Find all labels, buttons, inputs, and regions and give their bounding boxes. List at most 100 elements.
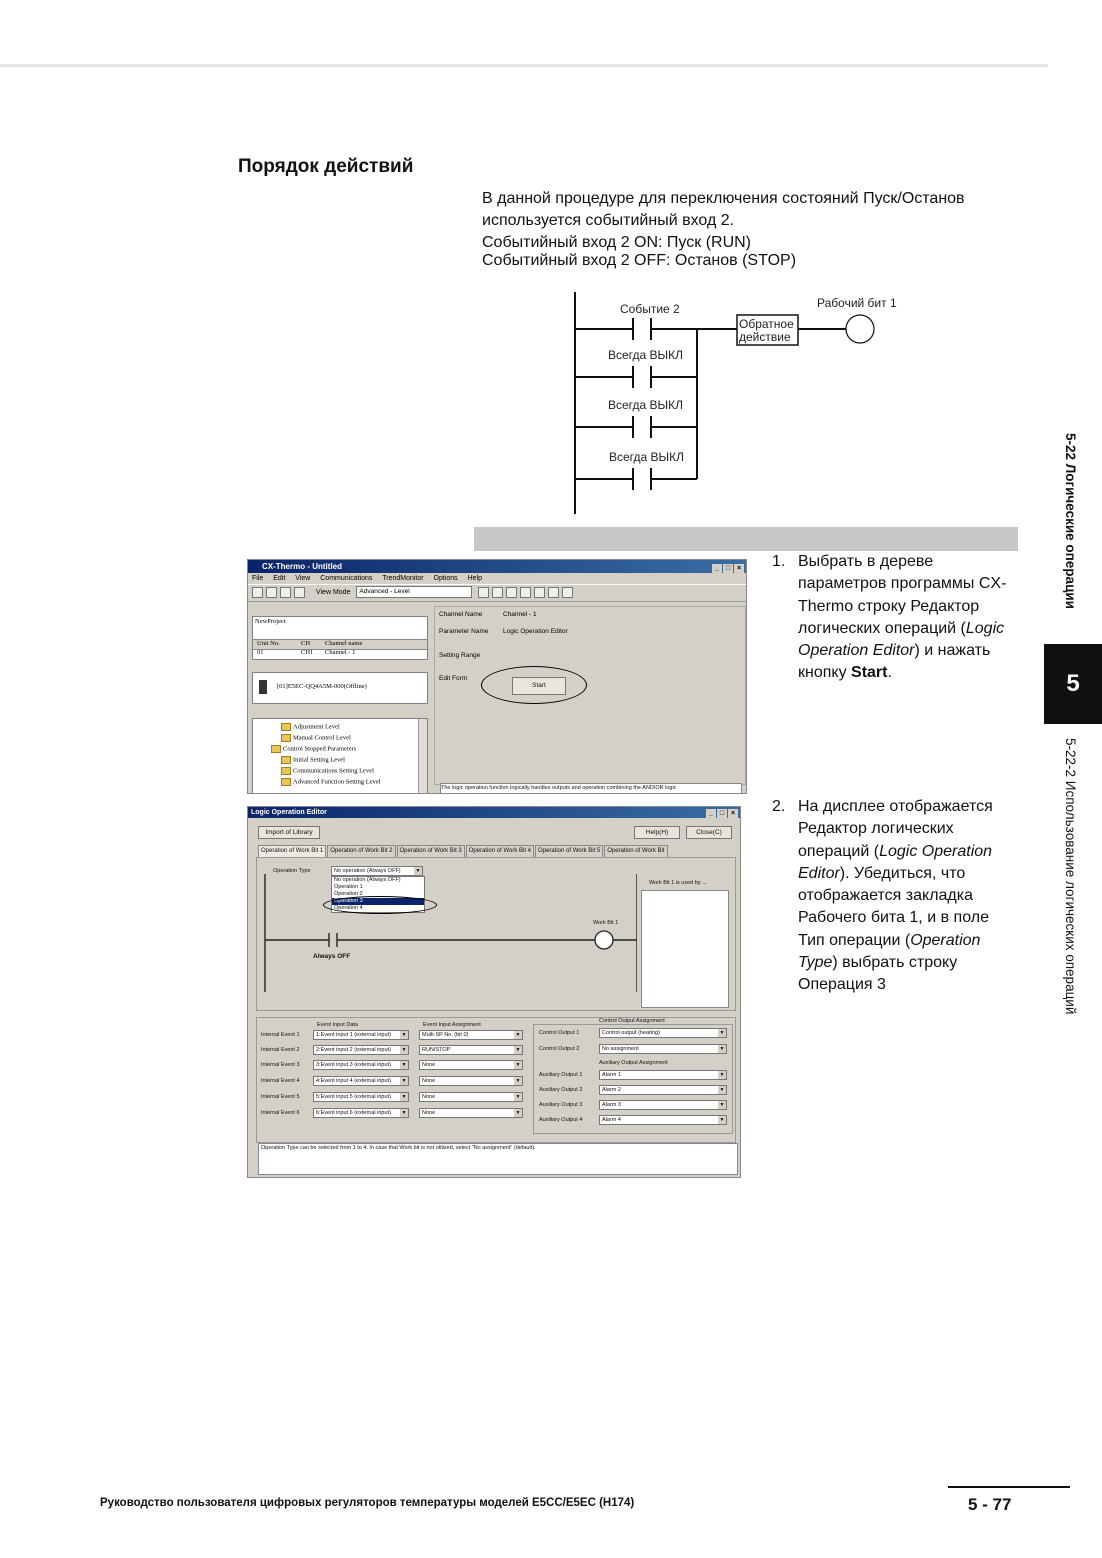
event-assign-select[interactable]: None <box>419 1092 523 1102</box>
dropdown-option[interactable]: No operation (Always OFF) <box>334 877 401 883</box>
window-controls[interactable]: _□× <box>705 808 738 819</box>
control-output-select[interactable]: Control output (heating) <box>599 1028 727 1038</box>
folder-icon <box>281 734 291 742</box>
menu-trendmonitor[interactable]: TrendMonitor <box>382 575 424 582</box>
dropdown-option[interactable]: Operation 2 <box>334 891 363 897</box>
control-output-select[interactable]: No assignment <box>599 1044 727 1054</box>
event-data-select[interactable]: 1:Event input 1 (external input) <box>313 1030 409 1040</box>
step-text-italic: Logic Operation Editor <box>798 619 1005 660</box>
menu-edit[interactable]: Edit <box>273 575 286 582</box>
step-text-bold: Start <box>851 664 888 682</box>
window-title-text: CX-Thermo - Untitled <box>262 562 342 571</box>
menu-options[interactable]: Options <box>433 575 458 582</box>
open-folder-icon[interactable] <box>266 586 277 598</box>
transfer-icon[interactable] <box>478 586 490 598</box>
event-assign-select[interactable]: None <box>419 1076 523 1086</box>
tab-work-bit-4[interactable]: Operation of Work Bit 4 <box>465 845 534 857</box>
project-name[interactable]: NewProject <box>255 618 286 625</box>
tab-work-bit-6[interactable]: Operation of Work Bit <box>604 845 668 857</box>
menu-communications[interactable]: Communications <box>320 575 373 582</box>
window-controls[interactable]: _□× <box>711 561 744 574</box>
grid-icon[interactable] <box>534 586 546 598</box>
col-ch: CH <box>301 640 311 647</box>
aux-output-select[interactable]: Alarm 3 <box>599 1100 727 1110</box>
minimize-icon[interactable]: _ <box>712 564 722 573</box>
event-data-select[interactable]: 6:Event input 6 (external input) <box>313 1108 409 1118</box>
event-data-select[interactable]: 2:Event input 2 (external input) <box>313 1045 409 1055</box>
help-icon[interactable] <box>562 586 574 598</box>
event-label: Internal Event 6 <box>261 1110 300 1116</box>
operation-type-label: Operation Type <box>273 868 311 874</box>
device-label[interactable]: [01]E5EC-QQ4A5M-000(Offline) <box>277 683 367 690</box>
tab-work-bit-5[interactable]: Operation of Work Bit 5 <box>535 845 604 857</box>
close-icon[interactable]: × <box>734 564 744 573</box>
device-pane: [01]E5EC-QQ4A5M-000(Offline) <box>252 672 428 704</box>
dropdown-option[interactable]: Operation 1 <box>334 884 363 890</box>
col-unit-no: Unit No. <box>257 640 280 647</box>
row-unit: 01 <box>257 649 264 656</box>
maximize-icon[interactable]: □ <box>723 564 733 573</box>
undo-icon[interactable] <box>294 586 305 598</box>
compare-icon[interactable] <box>492 586 504 598</box>
cx-thermo-screenshot: CX-Thermo - Untitled _□× File Edit View … <box>247 559 747 794</box>
event-input-assignment-header: Event Input Assignment <box>423 1022 481 1028</box>
tab-work-bit-3[interactable]: Operation of Work Bit 3 <box>396 845 465 857</box>
tree-item[interactable]: Initial Setting Level <box>281 756 345 764</box>
tree-item[interactable]: Control Stopped Parameters <box>271 745 356 753</box>
minimize-icon[interactable]: _ <box>706 809 716 818</box>
event-label: Internal Event 5 <box>261 1094 300 1100</box>
maximize-icon[interactable]: □ <box>717 809 727 818</box>
warning-icon[interactable] <box>520 586 532 598</box>
event-assign-select[interactable]: Multi-SP No. (bit 0) <box>419 1030 523 1040</box>
monitor-icon[interactable] <box>506 586 518 598</box>
menu-help[interactable]: Help <box>467 575 483 582</box>
event-data-select[interactable]: 3:Event input 3 (external input) <box>313 1060 409 1070</box>
aux-output-select[interactable]: Alarm 4 <box>599 1115 727 1125</box>
status-text: Operation Type can be selected from 1 to… <box>258 1143 738 1175</box>
tree-scrollbar[interactable] <box>418 719 427 793</box>
work-bit-coil <box>845 314 875 344</box>
setting-range-label: Setting Range <box>439 652 481 659</box>
close-icon[interactable]: × <box>728 809 738 818</box>
event-assign-select[interactable]: RUN/STOP <box>419 1045 523 1055</box>
event-assign-select[interactable]: None <box>419 1060 523 1070</box>
folder-icon <box>281 723 291 731</box>
tree-item[interactable]: Adjustment Level <box>281 723 340 731</box>
view-mode-select[interactable]: Advanced - Level <box>356 586 473 599</box>
operation-type-select[interactable]: No operation (Always OFF) <box>331 866 423 876</box>
parameter-name-value: Logic Operation Editor <box>503 628 568 635</box>
tab-work-bit-2[interactable]: Operation of Work Bit 2 <box>327 845 396 857</box>
tree-item[interactable]: Manual Control Level <box>281 734 351 742</box>
tree-item[interactable]: Advanced Function Setting Level <box>281 778 381 786</box>
tree-label: Communications Setting Level <box>293 767 374 775</box>
new-file-icon[interactable] <box>252 586 263 598</box>
table-row[interactable]: 01 CH1 Channel - 1 <box>253 649 427 658</box>
event-data-select[interactable]: 4:Event input 4 (external input) <box>313 1076 409 1086</box>
status-text: The logic operation function logically h… <box>440 783 742 793</box>
save-icon[interactable] <box>280 586 291 598</box>
aux-output-select[interactable]: Alarm 2 <box>599 1085 727 1095</box>
aux-output-assignment-header: Auxiliary Output Assignment <box>599 1060 668 1066</box>
window-title: Logic Operation Editor _□× <box>248 807 740 818</box>
event-data-select[interactable]: 5:Event input 5 (external input) <box>313 1092 409 1102</box>
tree-item[interactable]: Communications Setting Level <box>281 767 374 775</box>
chart-icon[interactable] <box>548 586 560 598</box>
top-rule <box>0 64 1048 67</box>
menu-view[interactable]: View <box>295 575 311 582</box>
close-button[interactable]: Close(C) <box>686 826 732 839</box>
aux-output-select[interactable]: Alarm 1 <box>599 1070 727 1080</box>
menu-file[interactable]: File <box>252 575 264 582</box>
intro-line: Событийный вход 2 OFF: Останов (STOP) <box>482 252 797 269</box>
import-library-button[interactable]: Import of Library <box>258 826 320 839</box>
always-off-label: Always OFF <box>313 953 351 960</box>
aux-output-label: Auxiliary Output 4 <box>539 1117 583 1123</box>
tree-label: Adjustment Level <box>293 723 340 731</box>
step-text-italic: Logic Operation Editor <box>798 842 993 882</box>
control-output-label: Control Output 1 <box>539 1030 580 1036</box>
step-number: 1. <box>772 553 786 570</box>
control-output-assignment-header: Control Output Assignment <box>599 1018 665 1024</box>
tab-work-bit-1[interactable]: Operation of Work Bit 1 <box>258 845 327 857</box>
help-button[interactable]: Help(H) <box>634 826 680 839</box>
page-number: 5 - 77 <box>968 1495 1012 1514</box>
event-assign-select[interactable]: None <box>419 1108 523 1118</box>
